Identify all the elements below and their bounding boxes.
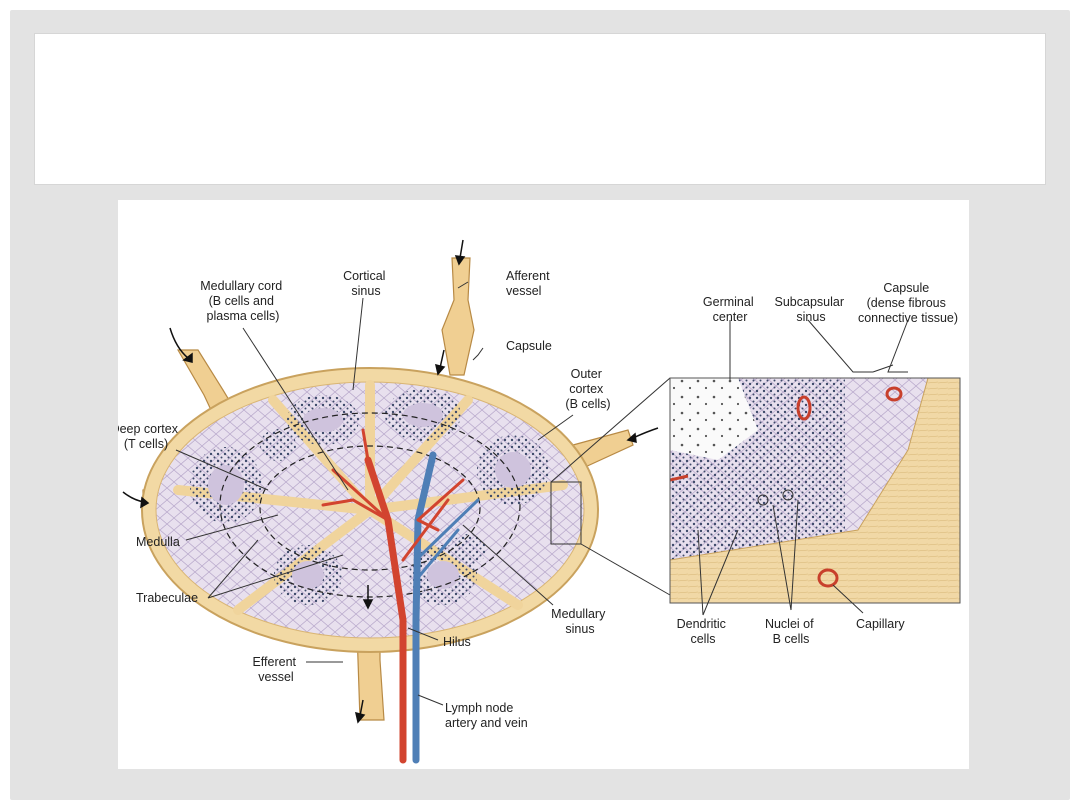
label-lymph-node-artery-vein: Lymph node artery and vein: [445, 701, 528, 730]
label-capsule: Capsule: [506, 339, 552, 353]
label-medulla: Medulla: [136, 535, 180, 549]
blood-vessels: [321, 428, 480, 764]
label-capillary: Capillary: [856, 617, 905, 631]
label-hilus: Hilus: [443, 635, 471, 649]
leader-lines: [175, 281, 909, 706]
label-efferent-vessel: Efferent vessel: [252, 655, 299, 684]
flow-arrows: [122, 239, 659, 724]
diagram-labels: Medullary cord (B cells and plasma cells…: [118, 269, 958, 730]
magnified-detail: [669, 377, 961, 604]
capsule-region: [670, 378, 960, 603]
zoom-box: [550, 481, 582, 545]
zoom-leader-bottom: [580, 543, 671, 596]
label-medullary-cord: Medullary cord (B cells and plasma cells…: [200, 279, 285, 323]
deep-cortex-ring-outer: [219, 412, 521, 598]
label-germinal-center: Germinal center: [703, 295, 757, 324]
slide-title-box: [34, 33, 1046, 185]
label-cortical-sinus: Cortical sinus: [343, 269, 389, 298]
germinal-center-region: [670, 378, 758, 460]
capillary-cross-section: [817, 568, 839, 588]
label-trabeculae: Trabeculae: [136, 591, 198, 605]
label-dendritic-cells: Dendritic cells: [677, 617, 730, 646]
label-subcapsular-sinus: Subcapsular sinus: [775, 295, 848, 324]
label-outer-cortex: Outer cortex (B cells): [565, 367, 610, 411]
label-medullary-sinus: Medullary sinus: [551, 607, 609, 636]
label-capsule-detail: Capsule (dense fibrous connective tissue…: [858, 281, 958, 325]
lymph-node-diagram: Medullary cord (B cells and plasma cells…: [118, 239, 961, 764]
label-deep-cortex: Deep cortex (T cells): [118, 422, 181, 451]
deep-cortex-ring-inner: [259, 445, 481, 571]
zoom-leader-top: [550, 377, 671, 483]
cortical-nodules: [190, 389, 549, 605]
lymph-node: [122, 239, 659, 764]
label-afferent-vessel: Afferent vessel: [506, 269, 553, 298]
lymph-node-figure: Medullary cord (B cells and plasma cells…: [118, 200, 969, 769]
label-nuclei-b-cells: Nuclei of B cells: [765, 617, 817, 646]
